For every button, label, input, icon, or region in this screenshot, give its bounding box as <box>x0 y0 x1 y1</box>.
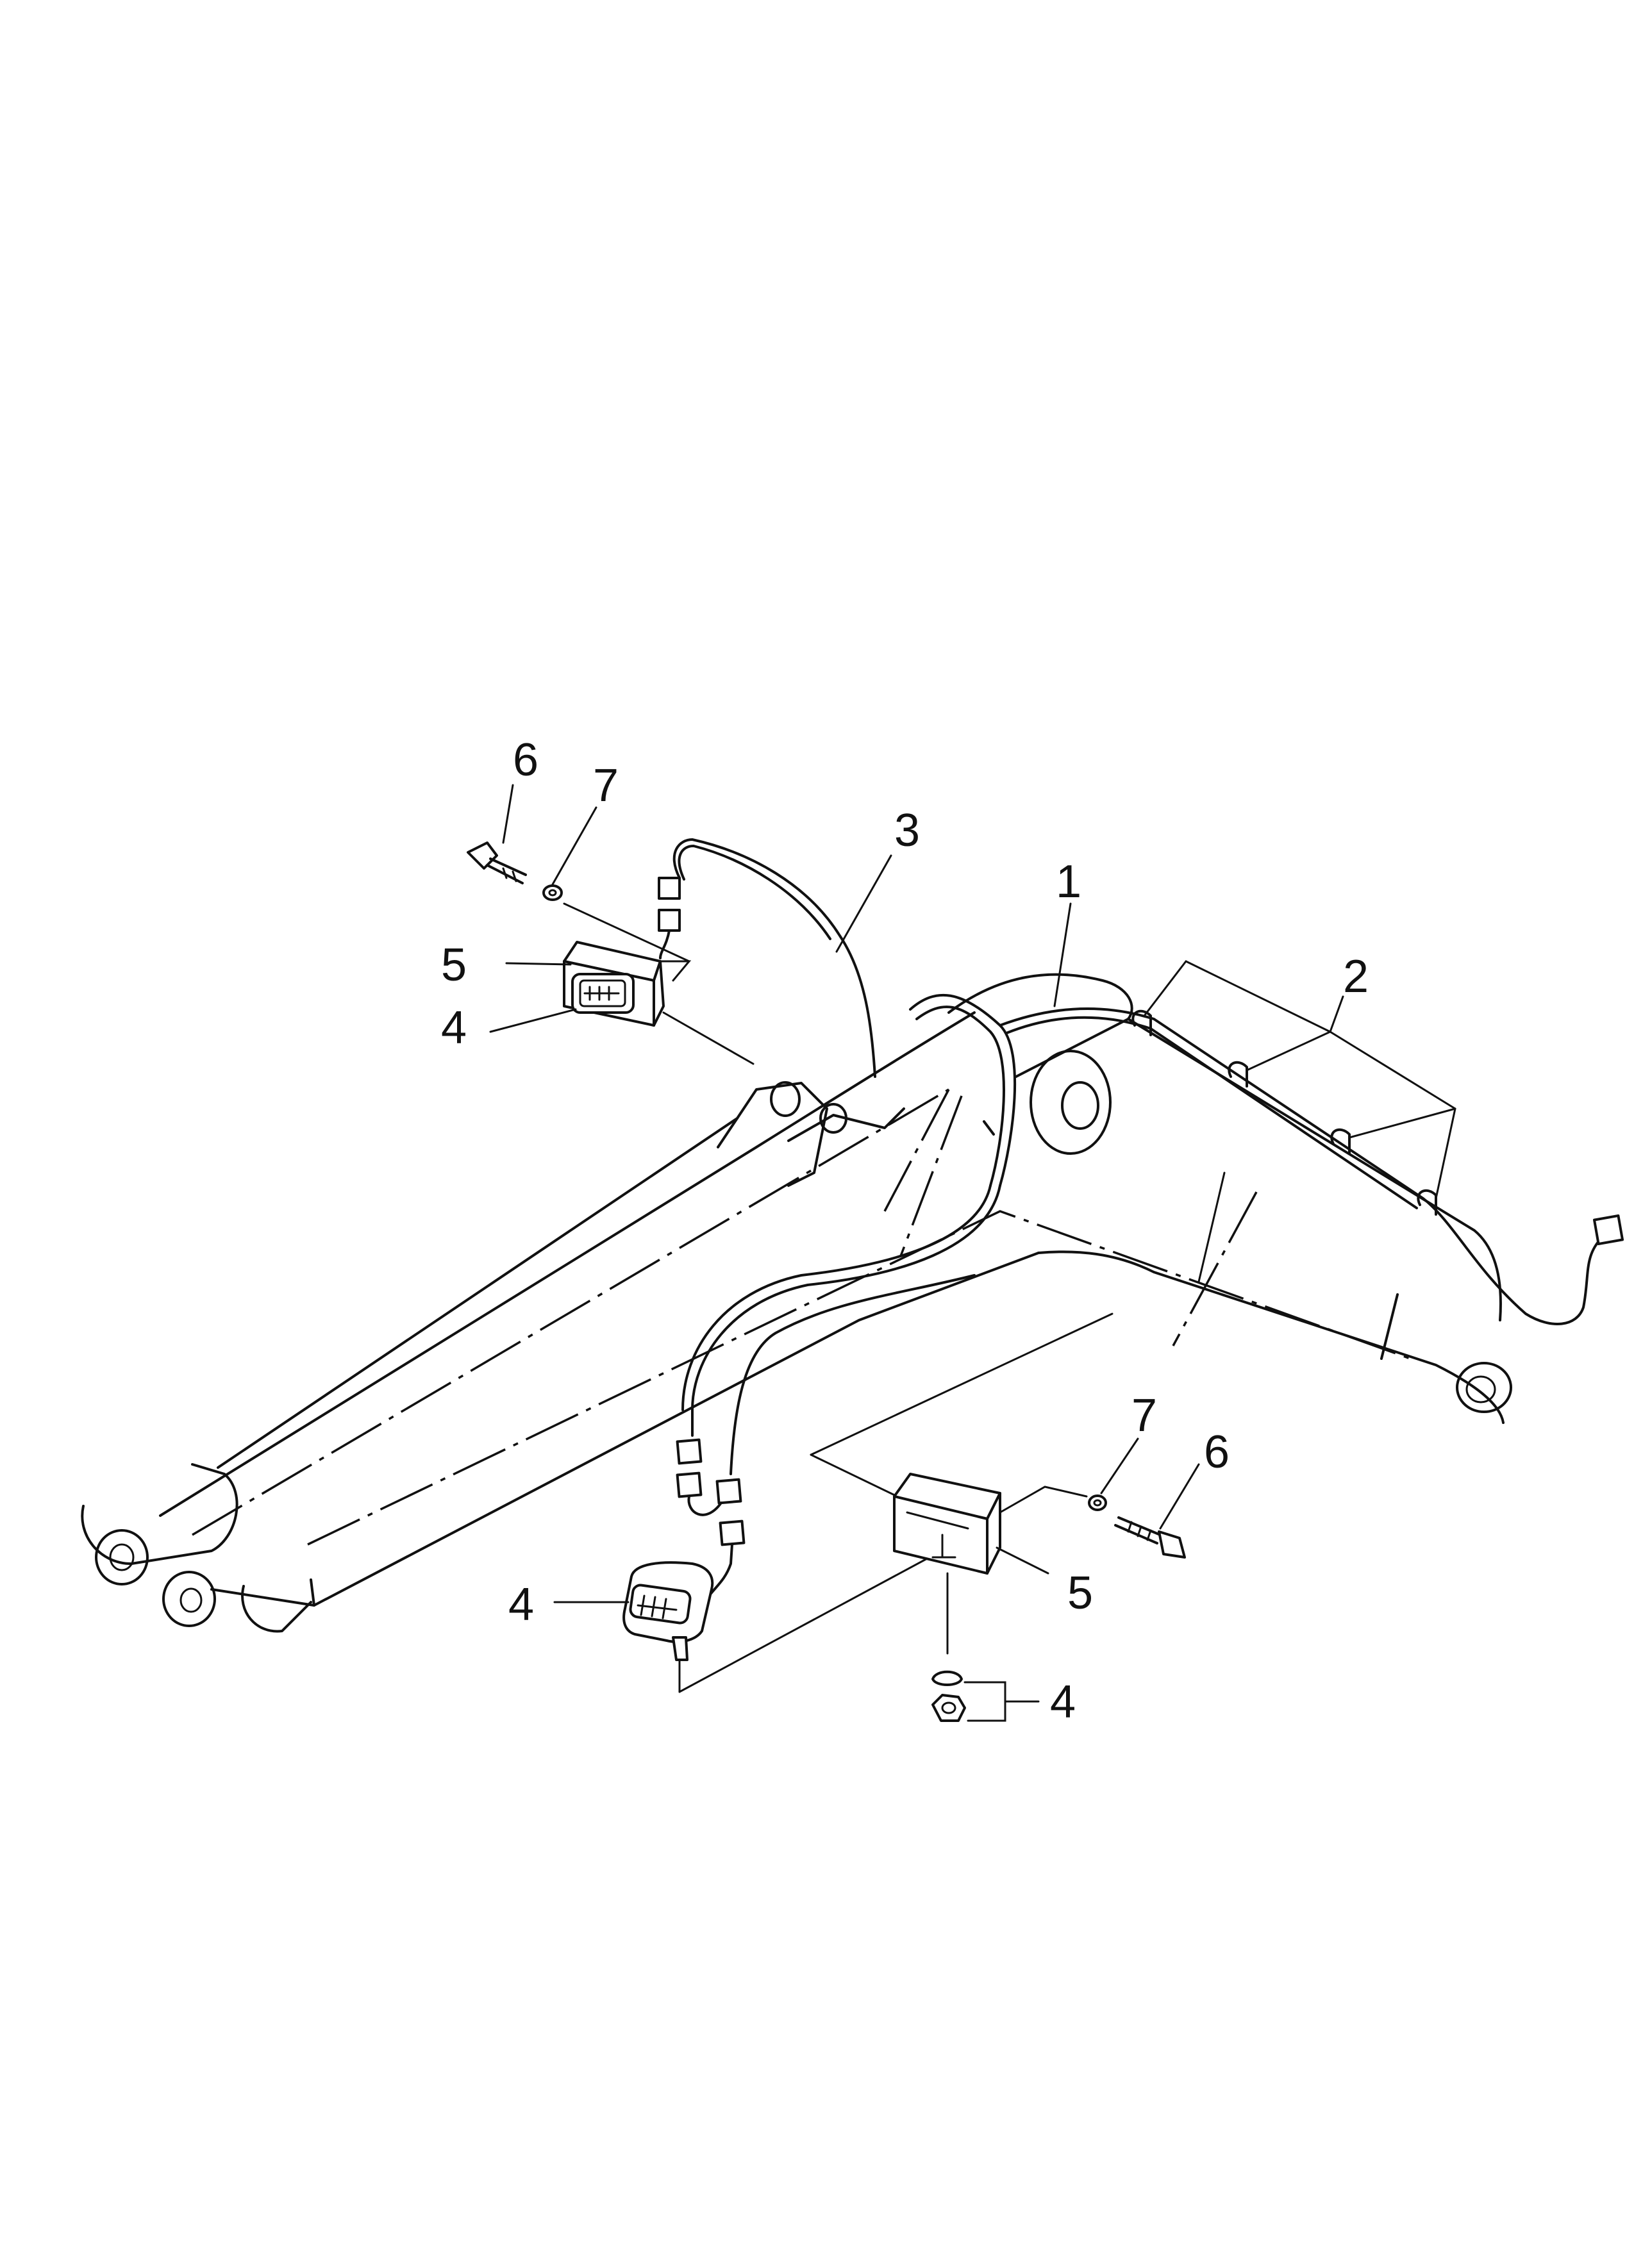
callout-6-left: 6 <box>513 734 538 786</box>
callout-4-left-upper: 4 <box>441 1002 467 1054</box>
work-lamp-bracket-right-assembly <box>810 1312 1186 1722</box>
callout-4-left-lower: 4 <box>508 1579 534 1630</box>
wiring-harness <box>658 838 1624 1475</box>
callout-2: 2 <box>1343 951 1369 1002</box>
callout-1: 1 <box>1056 856 1081 907</box>
callout-5-right: 5 <box>1067 1568 1093 1619</box>
callout-6-right: 6 <box>1204 1427 1230 1478</box>
boom-structure <box>81 973 1512 1633</box>
work-lamp-upper-assembly <box>467 841 755 1065</box>
callout-7-left: 7 <box>593 760 619 811</box>
callout-numbers: 1 2 3 4 4 4 5 5 6 6 7 7 <box>441 734 1369 1728</box>
callout-leaders <box>489 784 1456 1722</box>
callout-4-right: 4 <box>1050 1676 1076 1728</box>
callout-3: 3 <box>894 805 920 856</box>
callout-5-left: 5 <box>441 939 467 991</box>
callout-7-right: 7 <box>1131 1390 1157 1441</box>
